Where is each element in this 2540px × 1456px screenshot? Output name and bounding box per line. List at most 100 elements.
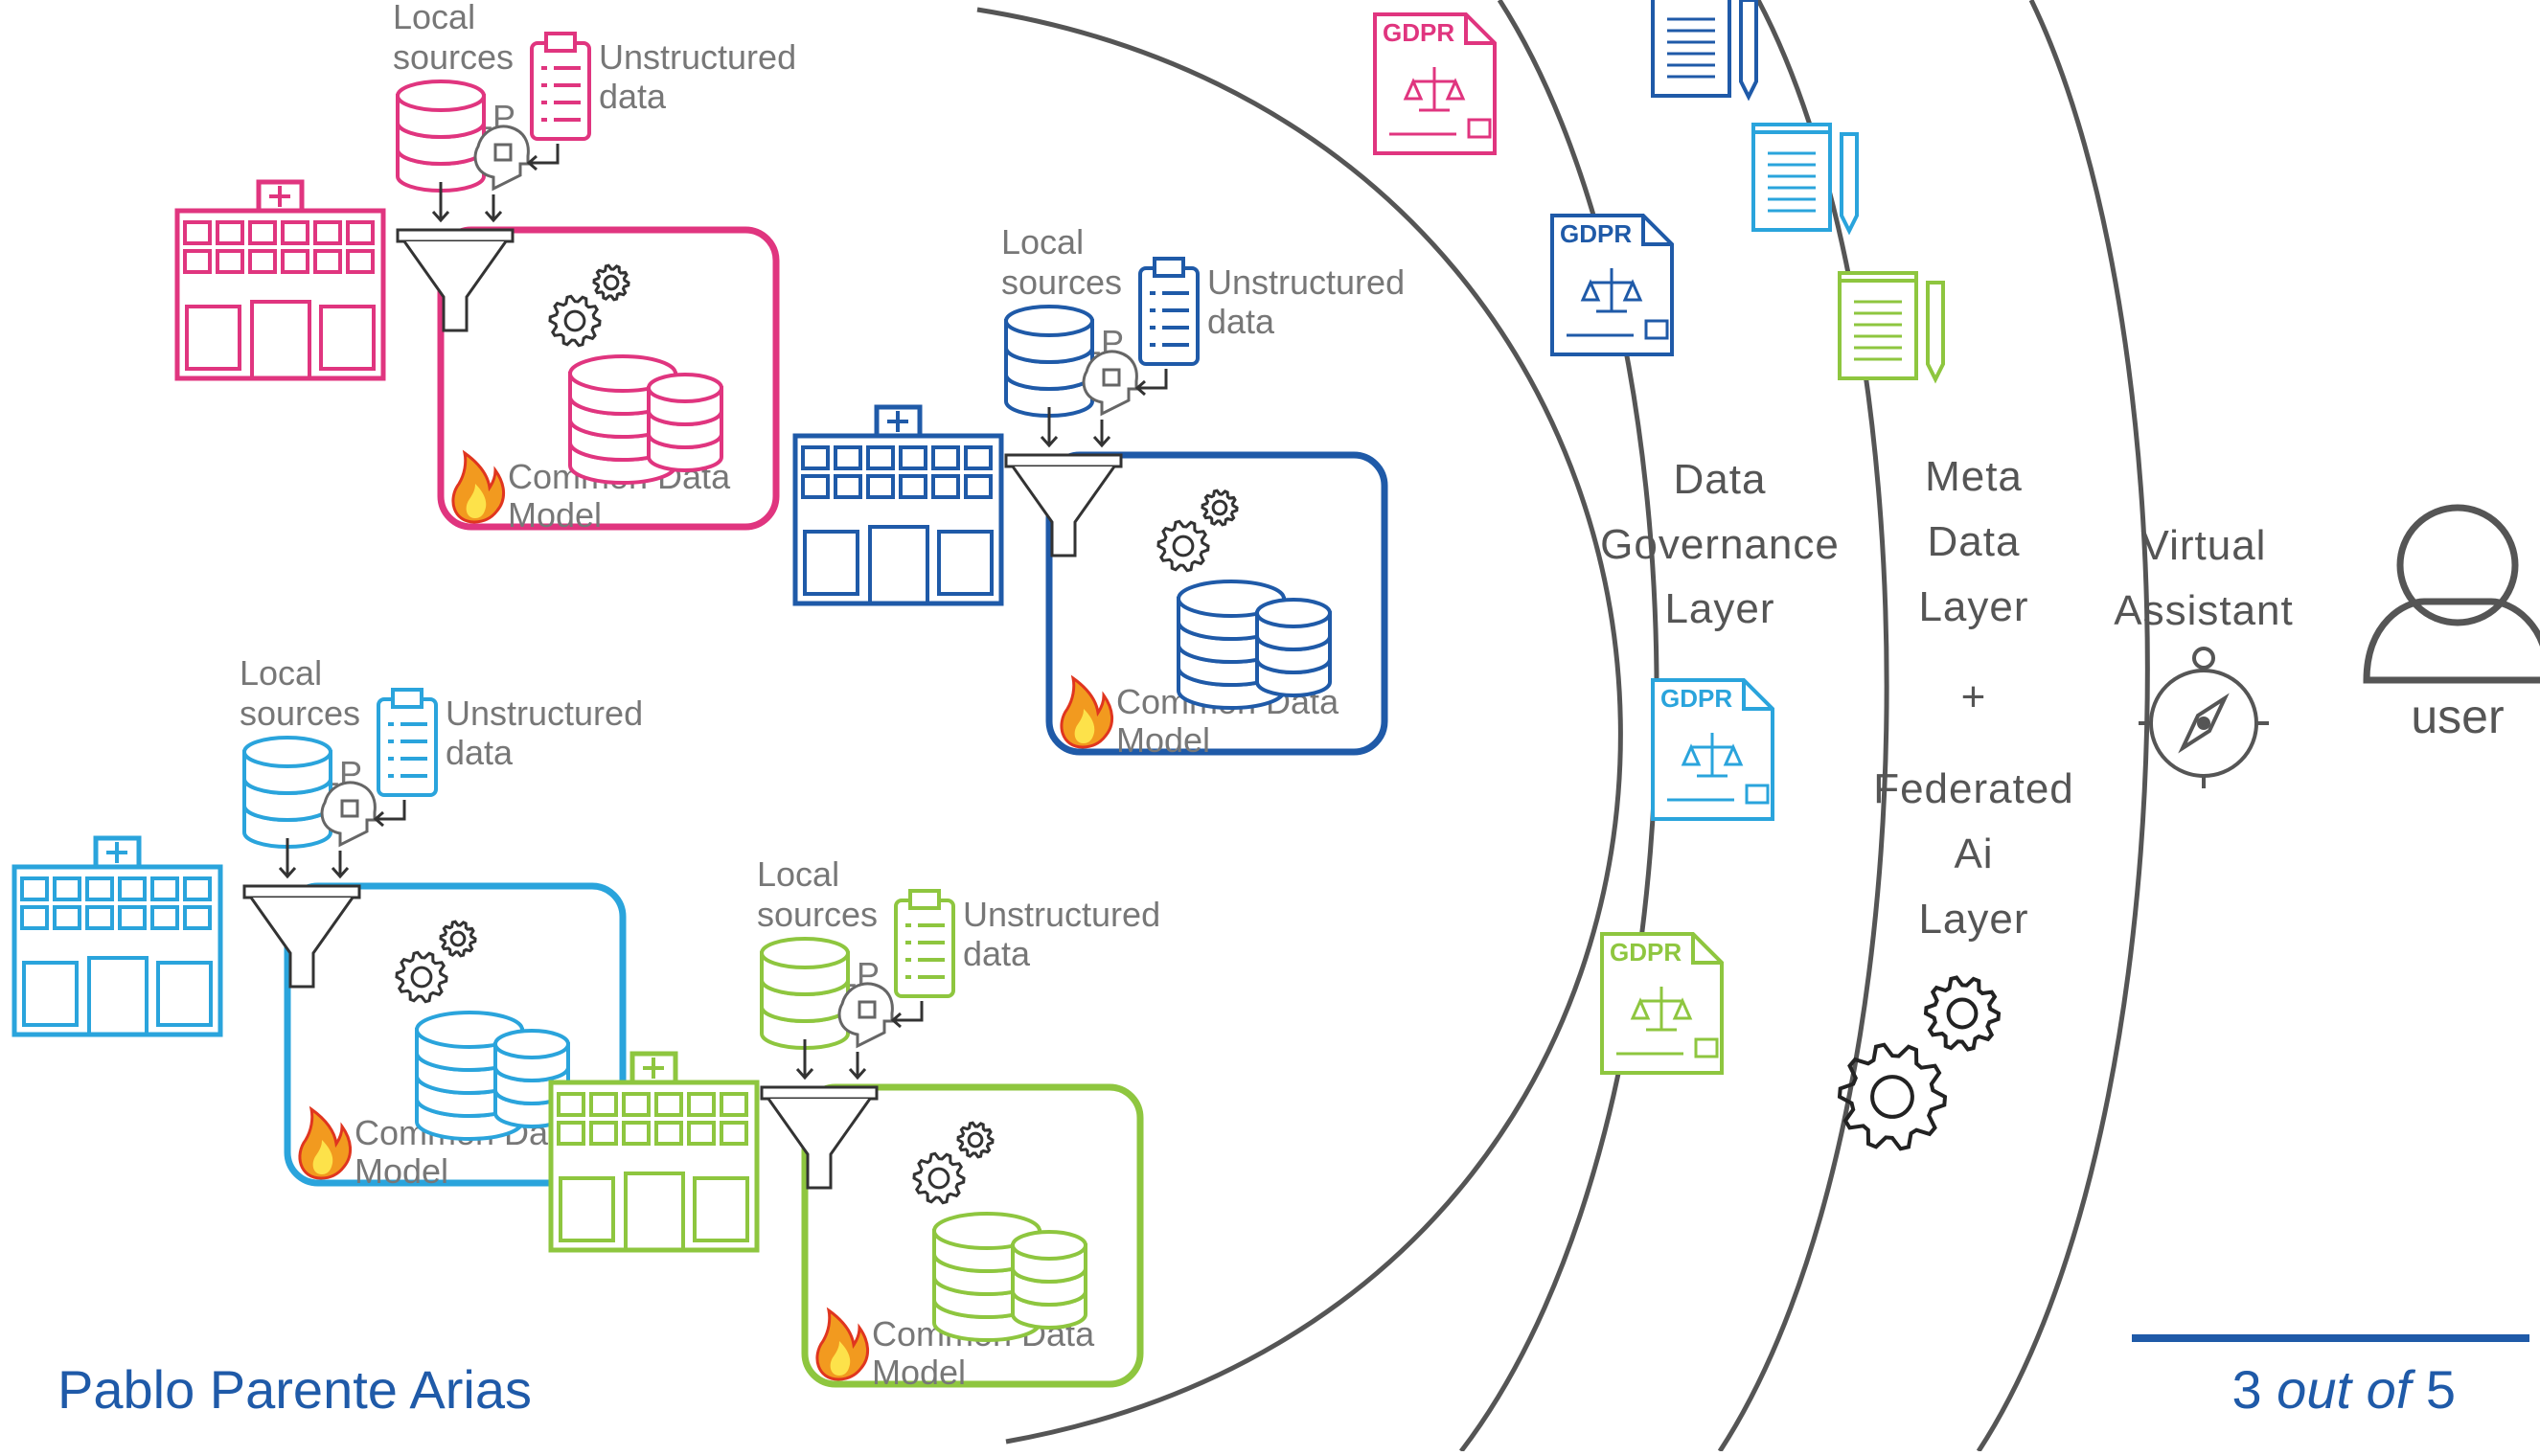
local-sources-label: Local: [1001, 222, 1084, 262]
gears-icon: [548, 263, 630, 348]
funnel-icon: [396, 228, 515, 332]
notepad-pencil-icon: [1651, 0, 1758, 102]
unstructured-label: Unstructured: [599, 37, 796, 77]
hospital-module-h4: LocalsourcesNLPUnstructureddataCommon Da…: [548, 854, 1160, 1392]
database-icon: [242, 736, 332, 849]
federated-line-2: Ai: [1954, 830, 1993, 877]
governance-line-2: Governance: [1600, 521, 1840, 568]
cdm-database-icon: [647, 373, 723, 472]
unstructured-label: Unstructured: [963, 895, 1160, 934]
local-sources-label: Local: [240, 653, 322, 693]
flame-icon: [815, 1307, 869, 1381]
local-sources-label: sources: [757, 895, 878, 934]
hospital-module-h3: LocalsourcesNLPUnstructureddataCommon Da…: [11, 653, 643, 1191]
governance-line-1: Data: [1674, 456, 1767, 503]
hospital-icon: [174, 179, 386, 381]
meta-line-3: Layer: [1918, 583, 2028, 630]
cdm-database-icon: [1011, 1230, 1087, 1330]
hospital-icon: [11, 835, 223, 1037]
local-sources-label: Local: [757, 854, 839, 894]
gear-icon: [912, 1151, 966, 1205]
data-governance-layer-label: Data Governance Layer: [1600, 456, 1840, 632]
nlp-head-icon: [1082, 350, 1138, 417]
database-icon: [1004, 305, 1094, 418]
cdm-database-icon: [1255, 598, 1332, 697]
gdpr-document-icon: GDPR: [1550, 214, 1674, 356]
database-icon: [760, 937, 850, 1050]
notepad-pencil-icon: [1751, 123, 1859, 236]
nlp-head-icon: [837, 982, 894, 1049]
hospital-icon: [792, 404, 1004, 606]
gdpr-document-icon: GDPR: [1600, 932, 1724, 1075]
gdpr-label: GDPR: [1610, 938, 1682, 967]
clipboard-icon: [894, 889, 955, 998]
flow-arrows: [278, 800, 406, 879]
gdpr-label: GDPR: [1660, 684, 1732, 713]
unstructured-label: data: [1207, 302, 1275, 341]
hospitals-group: LocalsourcesNLPUnstructureddataCommon Da…: [11, 0, 1405, 1392]
local-sources-label: sources: [240, 694, 360, 733]
gear-icon: [592, 263, 630, 302]
funnel-icon: [1004, 453, 1123, 557]
unstructured-label: data: [599, 77, 667, 116]
gdpr-document-icon: GDPR: [1651, 678, 1774, 821]
gear-icon: [956, 1121, 995, 1159]
gear-icon: [1201, 489, 1239, 527]
governance-line-3: Layer: [1664, 585, 1774, 632]
meta-line-1: Meta: [1925, 453, 2023, 500]
notepad-pencil-icon: [1838, 271, 1945, 384]
clipboard-icon: [530, 32, 591, 141]
flame-icon: [451, 449, 505, 524]
gear-icon: [1923, 975, 2002, 1052]
page-of: out of: [2277, 1359, 2412, 1420]
gear-icon: [439, 920, 477, 958]
user-icon: [2363, 504, 2540, 684]
gears-icon: [395, 920, 477, 1004]
meta-line-2: Data: [1928, 518, 2021, 565]
gdpr-document-icon: GDPR: [1373, 12, 1497, 155]
flame-icon: [1060, 674, 1113, 749]
database-icon: [396, 80, 486, 193]
unstructured-label: data: [963, 934, 1031, 973]
arc-assistant-boundary: [1976, 0, 2150, 1453]
cdm-label: Model: [508, 495, 602, 535]
cdm-label: Model: [355, 1151, 448, 1191]
flow-arrows: [431, 144, 560, 223]
local-sources-label: sources: [393, 37, 514, 77]
funnel-icon: [242, 884, 361, 989]
cdm-label: Model: [1116, 720, 1210, 760]
cdm-container: [437, 226, 780, 531]
cdm-container: [284, 882, 627, 1187]
page-indicator: 3 out of 5: [2231, 1358, 2456, 1421]
federated-line-1: Federated: [1873, 765, 2074, 812]
gdpr-label: GDPR: [1560, 219, 1632, 248]
flow-arrows: [795, 1001, 924, 1081]
gears-icon: [912, 1121, 995, 1205]
nlp-head-icon: [473, 125, 530, 192]
hospital-module-h2: LocalsourcesNLPUnstructureddataCommon Da…: [792, 222, 1405, 760]
clipboard-icon: [1138, 257, 1200, 366]
clipboard-icon: [377, 688, 438, 797]
page-current: 3: [2231, 1359, 2262, 1420]
unstructured-label: Unstructured: [446, 694, 643, 733]
federated-line-3: Layer: [1918, 896, 2028, 943]
gears-icon: [1156, 489, 1239, 573]
federated-gears-icon: [1837, 975, 2002, 1151]
unstructured-label: Unstructured: [1207, 262, 1405, 302]
assistant-line-2: Assistant: [2114, 587, 2294, 634]
nlp-head-icon: [320, 781, 377, 848]
pager-accent-bar: [2132, 1334, 2529, 1342]
gear-icon: [1837, 1042, 1948, 1151]
flame-icon: [298, 1105, 352, 1180]
author-name: Pablo Parente Arias: [57, 1359, 532, 1420]
gear-icon: [548, 294, 602, 348]
plus-sign: +: [1961, 673, 1987, 720]
hospital-module-h1: LocalsourcesNLPUnstructureddataCommon Da…: [174, 0, 796, 535]
local-sources-label: Local: [393, 0, 475, 36]
meta-data-layer-label: Meta Data Layer + Federated Ai Layer: [1873, 453, 2074, 943]
documents-group: GDPR GDPR GDPR GDPR: [1373, 0, 1945, 1075]
gear-icon: [1156, 519, 1210, 573]
compass-icon: [2139, 647, 2269, 788]
